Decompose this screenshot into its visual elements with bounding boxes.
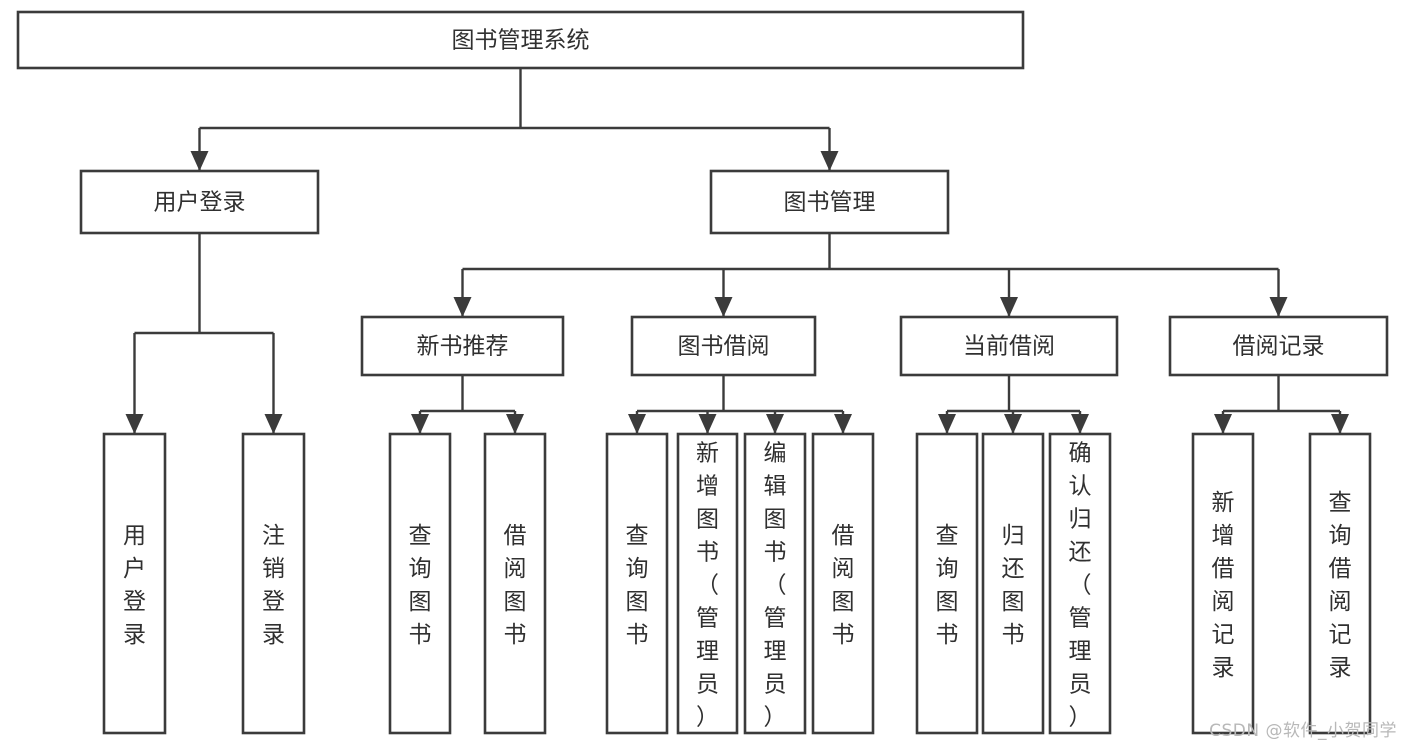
node-label-borrow-record: 借阅记录 (1233, 334, 1325, 360)
edge-group-borrow-record (1214, 375, 1349, 434)
node-cb-confirm-return[interactable]: 确认归还（管理员） (1048, 432, 1112, 735)
edge-group-user-login (125, 233, 283, 434)
arrow-head-user-logout (264, 414, 283, 434)
node-box-user-login-do (102, 432, 167, 735)
node-label-current-borrow: 当前借阅 (963, 334, 1055, 360)
arrow-head-bb-query-book (628, 414, 646, 434)
edge-group-root (190, 68, 839, 171)
edge-group-new-book-recommend (411, 375, 524, 434)
node-user-login-do[interactable]: 用户登录 (102, 432, 167, 735)
node-box-user-logout (241, 432, 306, 735)
edge-group-current-borrow (938, 375, 1089, 434)
node-label-bb-query-book: 查询图书 (626, 523, 649, 648)
node-cb-query-book[interactable]: 查询图书 (915, 432, 979, 735)
node-label-book-borrow: 图书借阅 (678, 334, 770, 360)
arrow-head-book-borrow (714, 297, 733, 317)
node-label-new-book-recommend: 新书推荐 (417, 334, 509, 360)
node-label-bb-borrow-book: 借阅图书 (832, 523, 855, 648)
node-box-br-query-record (1308, 432, 1372, 735)
node-borrow-record[interactable]: 借阅记录 (1168, 315, 1389, 377)
node-box-root (16, 10, 1025, 70)
node-box-new-book-recommend (360, 315, 565, 377)
node-br-query-record[interactable]: 查询借阅记录 (1308, 432, 1372, 735)
node-box-nbr-query-book (388, 432, 452, 735)
arrow-head-bb-edit-book (766, 414, 784, 434)
node-label-bb-edit-book: 编辑图书（管理员） (764, 441, 787, 731)
node-box-bb-edit-book (743, 432, 807, 735)
node-user-logout[interactable]: 注销登录 (241, 432, 306, 735)
arrow-head-user-login (190, 151, 209, 171)
arrow-head-br-query-record (1331, 414, 1349, 434)
arrow-head-borrow-record (1269, 297, 1288, 317)
arrow-head-cb-return-book (1004, 414, 1022, 434)
node-user-login[interactable]: 用户登录 (79, 169, 320, 235)
arrow-head-cb-confirm-return (1071, 414, 1089, 434)
node-nbr-borrow-book[interactable]: 借阅图书 (483, 432, 547, 735)
node-bb-borrow-book[interactable]: 借阅图书 (811, 432, 875, 735)
node-label-user-login: 用户登录 (154, 190, 246, 216)
node-box-nbr-borrow-book (483, 432, 547, 735)
arrow-head-user-login-do (125, 414, 144, 434)
arrow-head-new-book-recommend (453, 297, 472, 317)
node-box-br-add-record (1191, 432, 1255, 735)
arrow-head-bb-borrow-book (834, 414, 852, 434)
node-current-borrow[interactable]: 当前借阅 (899, 315, 1119, 377)
arrow-head-br-add-record (1214, 414, 1232, 434)
node-label-br-add-record: 新增借阅记录 (1212, 490, 1235, 681)
node-bb-query-book[interactable]: 查询图书 (605, 432, 669, 735)
node-nbr-query-book[interactable]: 查询图书 (388, 432, 452, 735)
node-box-bb-borrow-book (811, 432, 875, 735)
node-label-root: 图书管理系统 (452, 28, 590, 54)
nodes-layer: 图书管理系统用户登录用户登录注销登录图书管理新书推荐查询图书借阅图书图书借阅查询… (16, 10, 1389, 735)
arrow-head-cb-query-book (938, 414, 956, 434)
node-book-manage[interactable]: 图书管理 (709, 169, 950, 235)
node-box-book-manage (709, 169, 950, 235)
node-box-book-borrow (630, 315, 817, 377)
node-label-bb-add-book: 新增图书（管理员） (696, 441, 719, 731)
watermark-label: CSDN @软件_小贺同学 (1209, 721, 1397, 741)
node-label-cb-return-book: 归还图书 (1002, 523, 1025, 648)
node-label-br-query-record: 查询借阅记录 (1329, 490, 1352, 681)
edges-layer (125, 68, 1349, 434)
arrow-head-bb-add-book (698, 414, 717, 434)
arrow-head-nbr-query-book (411, 414, 429, 434)
node-box-cb-return-book (981, 432, 1045, 735)
node-label-user-login-do: 用户登录 (123, 523, 146, 648)
node-box-cb-query-book (915, 432, 979, 735)
node-bb-add-book[interactable]: 新增图书（管理员） (676, 432, 739, 735)
node-new-book-recommend[interactable]: 新书推荐 (360, 315, 565, 377)
node-box-bb-query-book (605, 432, 669, 735)
arrow-head-nbr-borrow-book (506, 414, 524, 434)
node-label-user-logout: 注销登录 (262, 523, 285, 648)
node-box-bb-add-book (676, 432, 739, 735)
edge-group-book-manage (453, 233, 1288, 317)
node-cb-return-book[interactable]: 归还图书 (981, 432, 1045, 735)
node-box-borrow-record (1168, 315, 1389, 377)
node-br-add-record[interactable]: 新增借阅记录 (1191, 432, 1255, 735)
node-root[interactable]: 图书管理系统 (16, 10, 1025, 70)
node-label-nbr-borrow-book: 借阅图书 (504, 523, 527, 648)
node-book-borrow[interactable]: 图书借阅 (630, 315, 817, 377)
arrow-head-book-manage (820, 151, 839, 171)
node-label-cb-confirm-return: 确认归还（管理员） (1069, 441, 1092, 731)
node-label-cb-query-book: 查询图书 (936, 523, 959, 648)
node-label-nbr-query-book: 查询图书 (409, 523, 432, 648)
node-box-current-borrow (899, 315, 1119, 377)
node-box-cb-confirm-return (1048, 432, 1112, 735)
node-box-user-login (79, 169, 320, 235)
arrow-head-current-borrow (1000, 297, 1018, 317)
node-bb-edit-book[interactable]: 编辑图书（管理员） (743, 432, 807, 735)
node-label-book-manage: 图书管理 (784, 190, 876, 216)
edge-group-book-borrow (628, 375, 852, 434)
